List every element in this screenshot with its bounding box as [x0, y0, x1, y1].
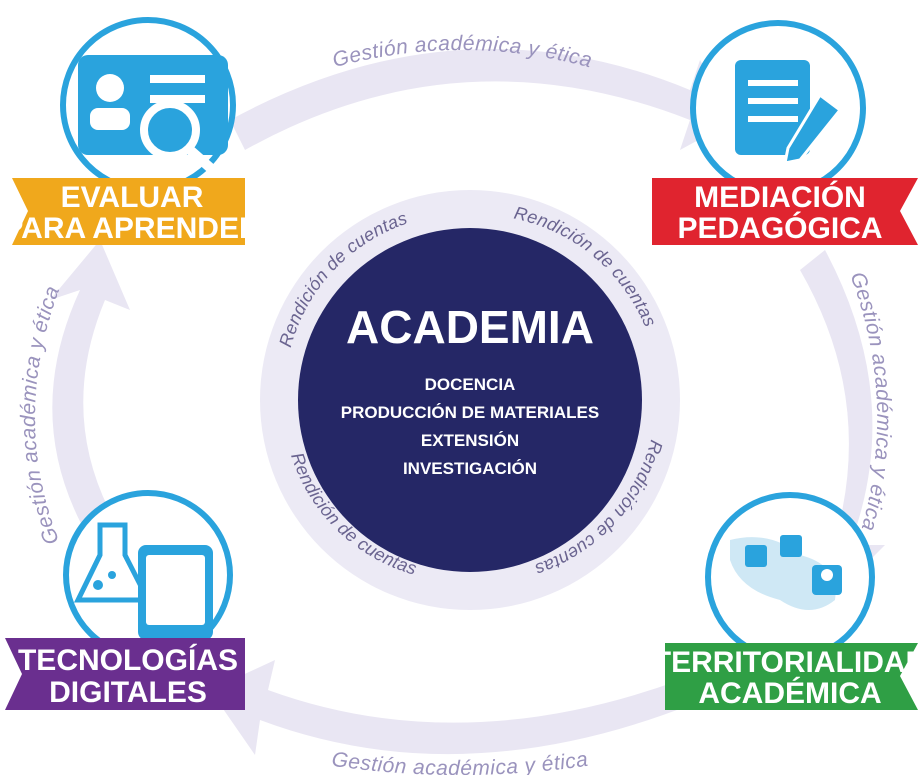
- arrow-bottom: [210, 660, 690, 755]
- arrow-left: [50, 240, 130, 540]
- banner-tecnologias: [5, 638, 245, 710]
- node-territorialidad: TERRITORIALIDAD ACADÉMICA: [653, 492, 923, 710]
- banner-evaluar-line2: PARA APRENDER: [3, 212, 261, 245]
- banner-territorialidad-line2: ACADÉMICA: [698, 676, 881, 710]
- center-disc: [298, 228, 642, 572]
- banner-mediacion-line1: MEDIACIÓN: [694, 180, 866, 214]
- banner-mediacion: [652, 178, 918, 245]
- banner-mediacion-line2: PEDAGÓGICA: [677, 211, 882, 245]
- banner-territorialidad-line1: TERRITORIALIDAD: [653, 646, 923, 679]
- banner-evaluar: [12, 178, 245, 245]
- node-mediacion: MEDIACIÓN PEDAGÓGICA: [652, 20, 918, 245]
- center-item-investigacion: INVESTIGACIÓN: [403, 459, 537, 478]
- banner-tecnologias-line2: DIGITALES: [49, 676, 207, 709]
- banner-tecnologias-line1: TECNOLOGÍAS: [18, 643, 238, 677]
- banner-territorialidad: [665, 643, 918, 710]
- node-tecnologias: TECNOLOGÍAS DIGITALES: [5, 490, 245, 710]
- center-item-extension: EXTENSIÓN: [421, 431, 519, 450]
- center-hub: ACADEMIA DOCENCIA PRODUCCIÓN DE MATERIAL…: [260, 190, 680, 610]
- node-evaluar: EVALUAR PARA APRENDER: [3, 17, 261, 245]
- center-title: ACADEMIA: [346, 301, 594, 353]
- arrow-top: [230, 48, 735, 150]
- banner-evaluar-line1: EVALUAR: [61, 181, 204, 214]
- center-item-docencia: DOCENCIA: [425, 375, 516, 394]
- center-item-produccion: PRODUCCIÓN DE MATERIALES: [341, 403, 599, 422]
